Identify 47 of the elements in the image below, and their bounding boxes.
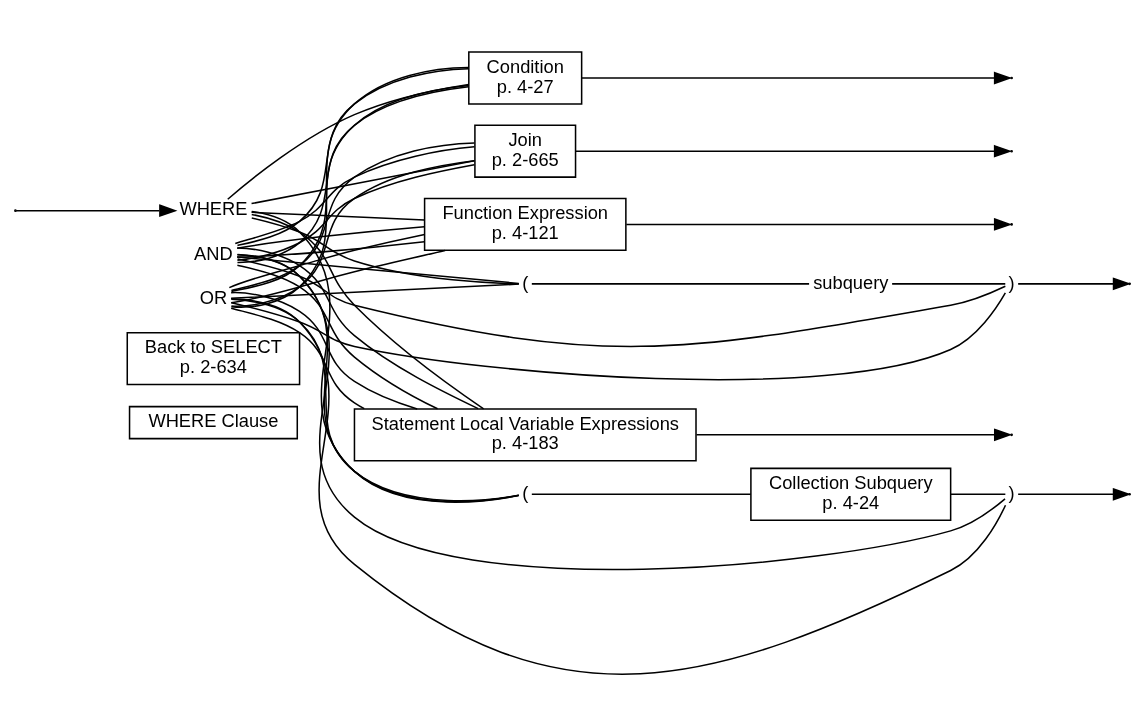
- connector: [236, 256, 520, 285]
- node-text: ): [1008, 271, 1015, 293]
- connector: [236, 163, 476, 261]
- node-box: Condition p. 4-27: [468, 51, 583, 105]
- arrow: [581, 71, 1013, 85]
- arrow: [575, 144, 1013, 158]
- node-text: (: [522, 271, 529, 293]
- connector: [230, 142, 476, 292]
- node-box: Back to SELECT p. 2-634: [126, 331, 301, 386]
- arrow: [1017, 487, 1132, 501]
- connector: [236, 86, 470, 264]
- connector: [236, 258, 1007, 347]
- node-box: Function Expression p. 4-121: [423, 197, 627, 252]
- connector: [230, 291, 418, 410]
- connector: [236, 247, 479, 410]
- connector: [230, 159, 476, 307]
- connector: [234, 146, 476, 245]
- connector: [531, 283, 810, 285]
- node-text: ): [1008, 482, 1015, 504]
- connector: [230, 298, 520, 502]
- connector: [236, 253, 520, 503]
- node-text: WHERE: [179, 198, 248, 220]
- connector: [891, 283, 1007, 285]
- node-box: Collection Subquery p. 4-24: [750, 467, 952, 521]
- connector: [230, 292, 1007, 381]
- connector: [250, 213, 485, 410]
- node-text: (: [522, 482, 529, 504]
- node-box: WHERE Clause: [128, 405, 299, 440]
- node-text: subquery: [813, 271, 889, 293]
- connector: [250, 211, 426, 221]
- connector: [236, 67, 470, 247]
- node-text: OR: [199, 286, 228, 308]
- connector: [531, 493, 752, 496]
- connector: [230, 298, 1007, 675]
- connector: [227, 83, 470, 200]
- arrow: [15, 204, 178, 218]
- node-box: Statement Local Variable Expressions p. 4-183: [353, 408, 697, 462]
- connector: [230, 307, 365, 410]
- connector: [230, 283, 520, 300]
- node-text: AND: [194, 242, 233, 264]
- connector: [228, 233, 426, 289]
- connector: [236, 253, 1006, 570]
- arrow: [695, 428, 1013, 442]
- connector: [950, 493, 1007, 496]
- arrow: [625, 218, 1013, 231]
- connector: [236, 264, 439, 410]
- node-box: Join p. 2-665: [474, 124, 577, 178]
